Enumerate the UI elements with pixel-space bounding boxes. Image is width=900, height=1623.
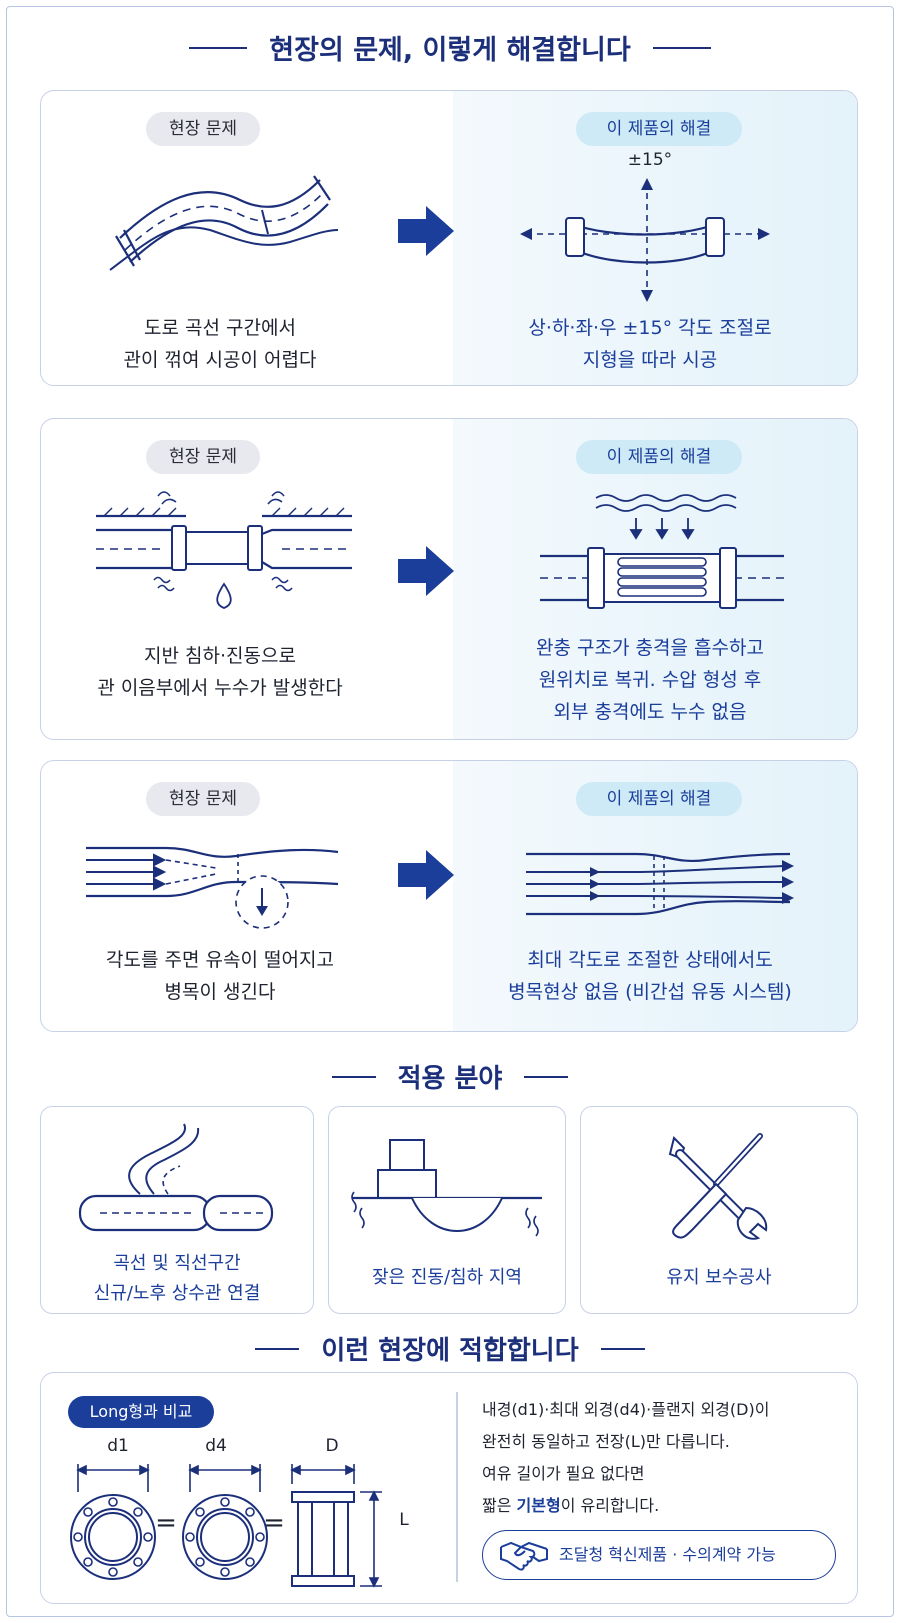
comparison-description: 내경(d1)·최대 외경(d4)·플랜지 외경(D)이 완전히 동일하고 전장(… — [482, 1400, 770, 1515]
section-title-problems: 현장의 문제, 이렇게 해결합니다 — [0, 28, 900, 67]
section-title-applications: 적용 분야 — [0, 1058, 900, 1095]
bent-pipe-icon — [109, 175, 339, 271]
problem-badge: 현장 문제 — [146, 782, 260, 816]
section-title-fit: 이런 현장에 적합합니다 — [0, 1330, 900, 1367]
leaking-joint-icon — [96, 491, 352, 609]
application-card-3: 유지 보수공사 — [580, 1106, 858, 1314]
solution-badge: 이 제품의 해결 — [576, 440, 742, 474]
arrow-right-icon — [398, 546, 454, 596]
dim-label-d4: d4 — [205, 1436, 227, 1456]
adjustable-pipe-icon — [520, 178, 770, 302]
ground-subsidence-icon — [351, 1139, 542, 1237]
problem-badge: 현장 문제 — [146, 112, 260, 146]
solution-badge: 이 제품의 해결 — [576, 112, 742, 146]
problem-badge: 현장 문제 — [146, 440, 260, 474]
equals-sign: = — [263, 1508, 285, 1538]
equals-sign: = — [155, 1508, 177, 1538]
solution-badge: 이 제품의 해결 — [576, 782, 742, 816]
arrow-right-icon — [398, 850, 454, 900]
pipe-joint-icon — [78, 1123, 274, 1232]
dim-label-d1: d1 — [107, 1436, 129, 1456]
handshake-icon — [500, 1541, 548, 1571]
procurement-label: 조달청 혁신제품 · 수의계약 가능 — [559, 1545, 776, 1564]
divider — [456, 1392, 458, 1582]
smooth-flow-icon — [526, 852, 794, 916]
wrench-screwdriver-icon — [668, 1133, 768, 1240]
long-type-badge: Long형과 비교 — [68, 1396, 214, 1428]
angle-label: ±15° — [627, 150, 673, 170]
buffer-joint-icon — [540, 494, 784, 609]
page-frame — [6, 6, 894, 1617]
arrow-right-icon — [398, 206, 454, 256]
dim-label-L: L — [399, 1510, 409, 1530]
flange-comparison-diagram — [70, 1464, 382, 1588]
dim-label-D: D — [325, 1436, 339, 1456]
procurement-badge: 조달청 혁신제품 · 수의계약 가능 — [482, 1530, 836, 1580]
bottleneck-flow-icon — [86, 846, 339, 929]
